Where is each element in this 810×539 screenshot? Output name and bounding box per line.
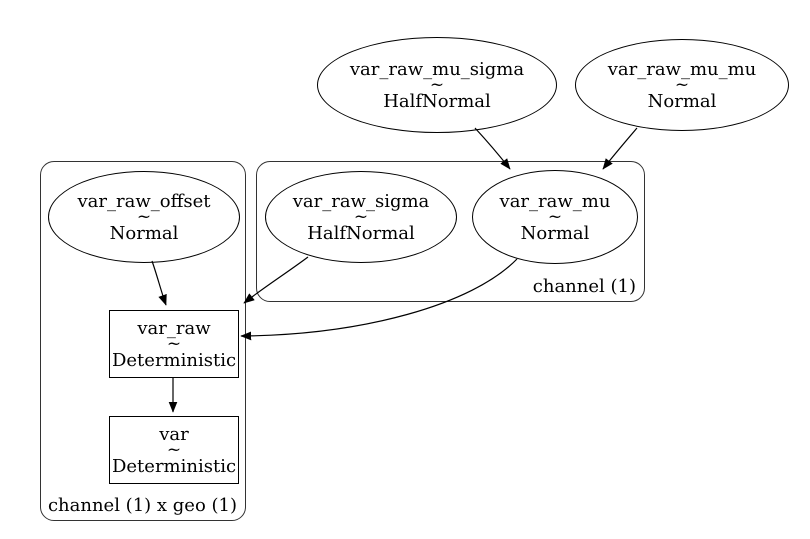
- node-var-raw-offset-relation: ~: [136, 206, 152, 227]
- node-var-raw-sigma-label: var_raw_sigma: [292, 190, 430, 212]
- node-var-raw-distribution: Deterministic: [111, 349, 237, 371]
- node-var-raw-mu-sigma: var_raw_mu_sigma ~ HalfNormal: [317, 37, 557, 133]
- node-var-raw: var_raw ~ Deterministic: [109, 310, 239, 378]
- node-var-relation: ~: [166, 439, 182, 460]
- node-var-raw-mu-distribution: Normal: [520, 222, 590, 244]
- node-var: var ~ Deterministic: [109, 416, 239, 484]
- node-var-raw-mu-mu: var_raw_mu_mu ~ Normal: [575, 39, 789, 131]
- node-var-raw-relation: ~: [166, 333, 182, 354]
- plate-channel-geo: channel (1) x geo (1): [40, 161, 246, 521]
- plate-channel-geo-label: channel (1) x geo (1): [47, 495, 237, 516]
- edge-var_raw_mu_mu-to-var_raw_mu: [602, 127, 638, 170]
- edge-var_raw_mu-to-var_raw: [240, 258, 518, 341]
- node-var-raw-sigma-distribution: HalfNormal: [307, 222, 415, 244]
- node-var-raw-mu-relation: ~: [547, 206, 563, 227]
- node-var-raw-mu-sigma-relation: ~: [429, 74, 445, 95]
- edge-var_raw_mu_sigma-to-var_raw_mu: [474, 127, 511, 170]
- node-var-raw-mu-mu-label: var_raw_mu_mu: [607, 58, 757, 80]
- node-var-raw-offset-distribution: Normal: [109, 222, 179, 244]
- node-var-raw-offset-label: var_raw_offset: [77, 190, 211, 212]
- node-var-raw-mu-mu-distribution: Normal: [647, 90, 717, 112]
- plate-channel: channel (1): [256, 161, 645, 302]
- node-var-raw-mu-sigma-label: var_raw_mu_sigma: [349, 58, 525, 80]
- node-var-label: var: [159, 423, 189, 445]
- node-var-raw-sigma-relation: ~: [353, 206, 369, 227]
- node-var-raw-mu-mu-relation: ~: [674, 74, 690, 95]
- plate-channel-label: channel (1): [532, 276, 636, 297]
- node-var-raw-label: var_raw: [137, 317, 211, 339]
- node-var-distribution: Deterministic: [111, 455, 237, 477]
- edge-var_raw_offset-to-var_raw: [151, 260, 167, 306]
- node-var-raw-offset: var_raw_offset ~ Normal: [48, 171, 240, 263]
- node-var-raw-mu: var_raw_mu ~ Normal: [472, 170, 638, 264]
- node-var-raw-mu-label: var_raw_mu: [499, 190, 611, 212]
- node-var-raw-sigma: var_raw_sigma ~ HalfNormal: [265, 171, 457, 263]
- node-var-raw-mu-sigma-distribution: HalfNormal: [383, 90, 491, 112]
- edge-var_raw_sigma-to-var_raw: [243, 256, 309, 304]
